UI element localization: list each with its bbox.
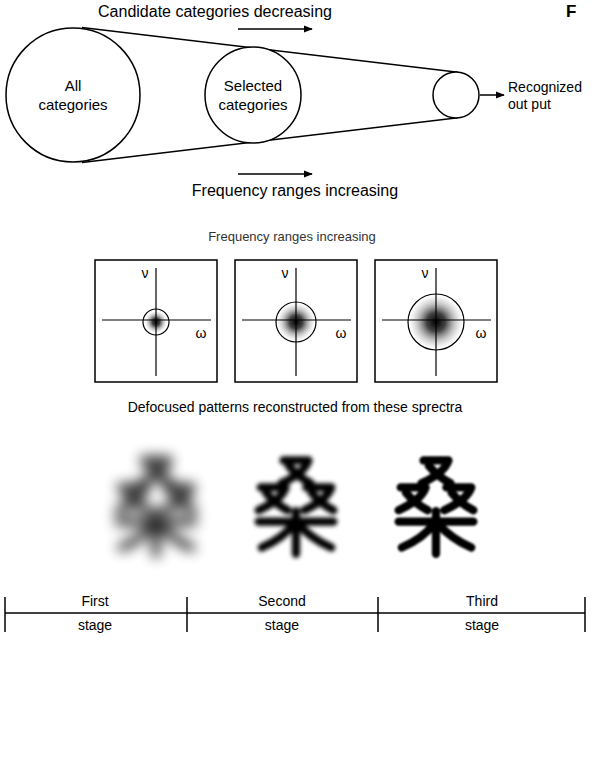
- bracket-line: [5, 612, 585, 614]
- character-strokes: [399, 460, 474, 553]
- character-strokes: [259, 460, 334, 553]
- bracket-tick: [584, 597, 586, 632]
- band-circle: [276, 302, 316, 342]
- figure-label: F: [566, 2, 576, 22]
- stage-label: Second stage: [258, 589, 305, 637]
- circle-outline: [5, 27, 141, 163]
- defocused-pattern: [399, 460, 474, 553]
- spectrum-panel: [375, 260, 497, 382]
- band-circle: [143, 309, 169, 335]
- stage-label: Third stage: [465, 589, 499, 637]
- spectrum-panel: [235, 260, 357, 382]
- bracket-tick: [377, 597, 379, 632]
- axis: [242, 319, 351, 320]
- row-caption: Frequency ranges increasing: [208, 229, 376, 245]
- spectrum-panel: [95, 260, 217, 382]
- category-label: Selected categories: [218, 76, 287, 115]
- axis-label: ω: [196, 325, 207, 342]
- axis-label: ω: [336, 325, 347, 342]
- axis-label: ν: [282, 265, 289, 282]
- defocused-pattern: [259, 460, 334, 553]
- stage-label: First stage: [78, 589, 112, 637]
- defocused-pattern: [119, 460, 194, 553]
- panel-frame: [235, 260, 357, 382]
- axis: [102, 319, 211, 320]
- band-circle: [408, 294, 464, 350]
- panel-frame: [95, 260, 217, 382]
- panel-frame: [375, 260, 497, 382]
- axis: [295, 268, 296, 376]
- axis-label: ω: [476, 325, 487, 342]
- category-label: All categories: [38, 76, 107, 115]
- row-caption: Defocused patterns reconstructed from th…: [128, 399, 463, 416]
- output-label: Recognized out put: [508, 79, 588, 113]
- funnel: [82, 28, 479, 163]
- character-strokes: [119, 460, 194, 553]
- bracket-tick: [4, 597, 6, 632]
- axis: [435, 268, 436, 376]
- axis: [382, 319, 491, 320]
- bracket-tick: [186, 597, 188, 632]
- axis: [155, 268, 156, 376]
- output-arrow: [480, 94, 504, 96]
- circle-outline: [204, 46, 302, 144]
- arrow-caption: Candidate categories decreasing: [98, 2, 332, 21]
- axis-label: ν: [142, 265, 149, 282]
- category-circle: All categories: [5, 27, 141, 163]
- direction-arrow: [238, 28, 312, 30]
- output-circle: [433, 72, 479, 118]
- arrow-caption: Frequency ranges increasing: [192, 181, 398, 200]
- direction-arrow: [238, 173, 312, 175]
- circle-shape: [205, 47, 301, 143]
- category-circle: Selected categories: [204, 46, 302, 144]
- axis-label: ν: [422, 265, 429, 282]
- circle-shape: [6, 28, 140, 162]
